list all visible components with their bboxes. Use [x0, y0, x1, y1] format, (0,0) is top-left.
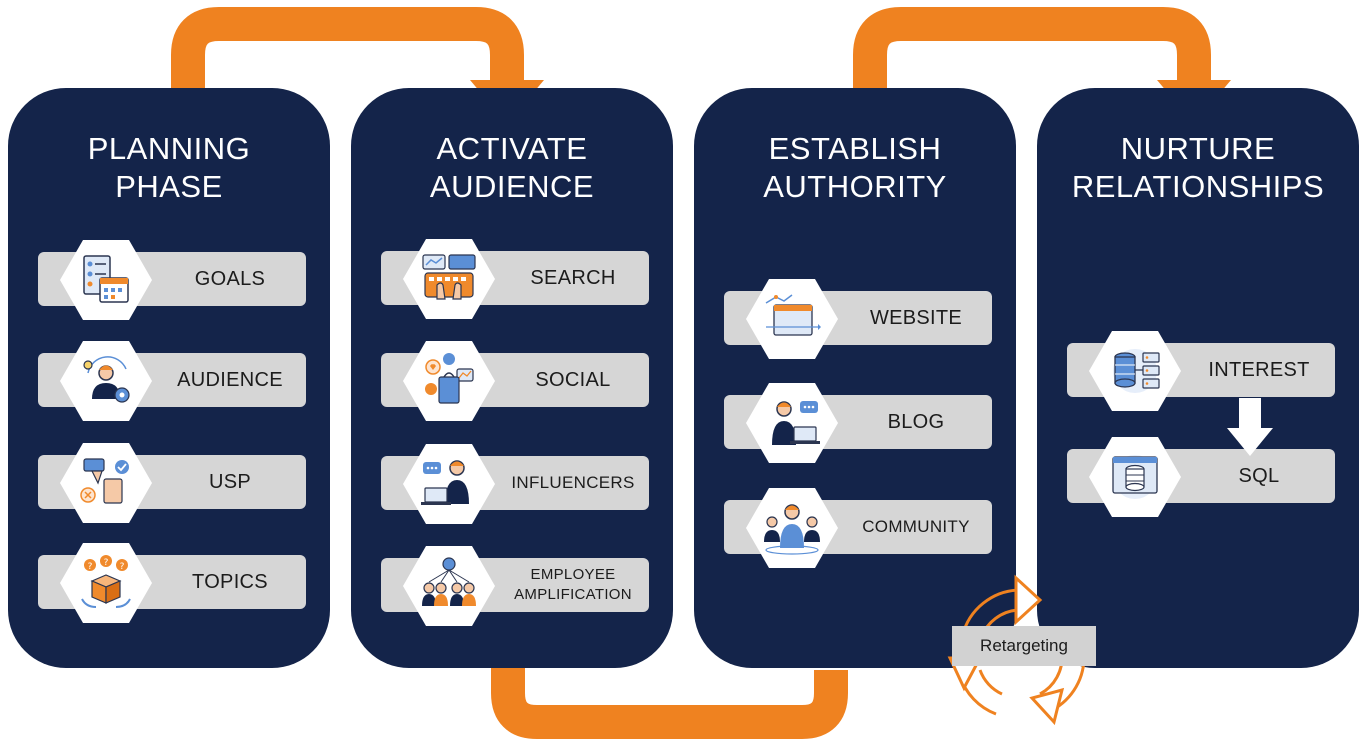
item-label: INTEREST	[1208, 358, 1310, 381]
item-label: SQL	[1238, 464, 1280, 487]
item-blog: BLOG	[724, 383, 992, 463]
social-media-bag-icon	[403, 341, 495, 421]
svg-text:?: ?	[88, 562, 93, 572]
panel-title: ACTIVATE AUDIENCE	[429, 131, 595, 204]
item-label: SEARCH	[530, 266, 616, 289]
panel-establish-authority: ESTABLISH AUTHORITY WEBSITE	[694, 88, 1016, 668]
item-label: INFLUENCERS	[511, 473, 635, 492]
svg-text:?: ?	[120, 562, 125, 572]
database-server-icon	[1089, 331, 1181, 411]
item-label: AUDIENCE	[177, 368, 283, 391]
item-social: SOCIAL	[381, 341, 649, 421]
item-label: USP	[208, 470, 252, 493]
item-employee-amplification: EMPLOYEE AMPLIFICATION	[381, 546, 649, 626]
panel-activate-audience: ACTIVATE AUDIENCE SEARCH	[351, 88, 673, 668]
database-browser-icon	[1089, 437, 1181, 517]
item-label: TOPICS	[192, 570, 268, 593]
keyboard-search-icon	[403, 239, 495, 319]
panel-planning-phase: PLANNING PHASE GOALS	[8, 88, 330, 668]
retargeting-label: Retargeting	[952, 626, 1096, 666]
arrow-planning-to-activate	[171, 7, 524, 100]
panel-title: PLANNING PHASE	[87, 131, 251, 204]
item-website: WEBSITE	[724, 279, 992, 359]
item-interest: INTEREST	[1067, 331, 1335, 411]
item-label: GOALS	[194, 267, 266, 290]
influencer-laptop-icon	[403, 444, 495, 524]
item-goals: GOALS	[38, 240, 306, 320]
item-label: BLOG	[887, 410, 945, 433]
item-label: COMMUNITY	[862, 517, 970, 536]
item-topics: ? ? ? TOPICS	[38, 543, 306, 623]
item-sql: SQL	[1067, 437, 1335, 517]
item-label: EMPLOYEE AMPLIFICATION	[514, 566, 632, 603]
item-label: SOCIAL	[535, 368, 611, 391]
item-usp: USP	[38, 443, 306, 523]
panel-title: ESTABLISH AUTHORITY	[763, 131, 947, 204]
audience-person-gear-icon	[60, 341, 152, 421]
arrow-establish-to-nurture	[853, 7, 1211, 100]
down-arrow-icon	[1227, 398, 1273, 456]
svg-text:?: ?	[104, 558, 109, 568]
panel-title: NURTURE RELATIONSHIPS	[1071, 131, 1325, 204]
panel-nurture-relationships: NURTURE RELATIONSHIPS INT	[1037, 88, 1359, 668]
arrow-activate-to-establish	[491, 660, 848, 739]
item-search: SEARCH	[381, 239, 649, 319]
thumbs-up-down-icon	[60, 443, 152, 523]
item-label: WEBSITE	[869, 306, 963, 329]
item-community: COMMUNITY	[724, 488, 992, 568]
item-influencers: INFLUENCERS	[381, 444, 649, 524]
item-audience: AUDIENCE	[38, 341, 306, 421]
